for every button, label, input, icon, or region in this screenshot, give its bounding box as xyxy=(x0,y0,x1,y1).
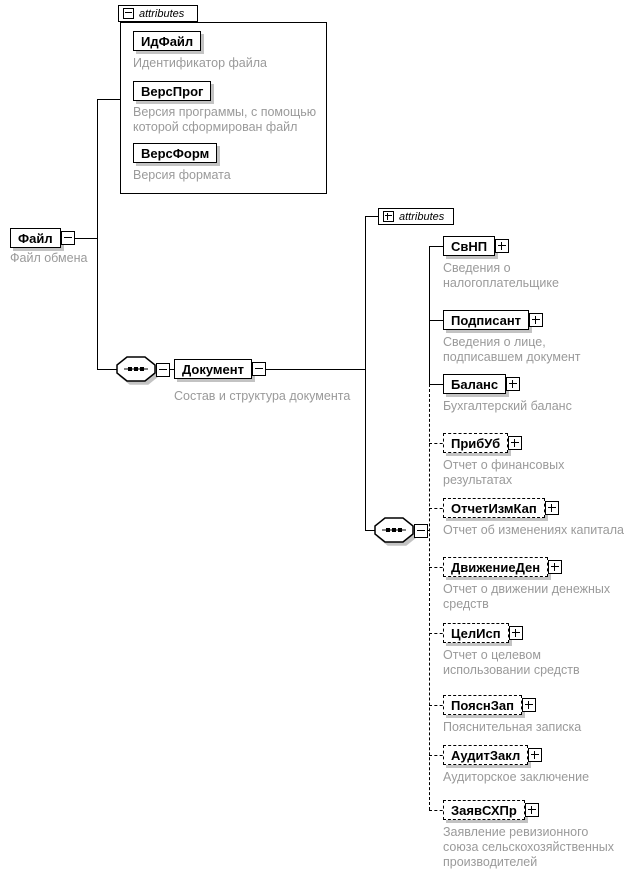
attr-node-versprog[interactable]: ВерсПрог xyxy=(133,81,212,101)
node-otchetizmkap[interactable]: ОтчетИзмКап xyxy=(443,498,559,518)
node-balans-desc: Бухгалтерский баланс xyxy=(443,399,572,413)
expand-icon[interactable] xyxy=(383,211,394,222)
connector-children-solid xyxy=(429,246,430,384)
expand-icon[interactable] xyxy=(506,377,521,391)
element-name: ОтчетИзмКап xyxy=(451,500,537,516)
node-svnp-desc: Сведения о налогоплательщике xyxy=(443,261,559,290)
attribute-name: ВерсПрог xyxy=(141,83,204,99)
connector-child-poyasnzap xyxy=(429,705,448,706)
node-poyasnzap[interactable]: ПояснЗап xyxy=(443,695,537,715)
connector-child-celisp xyxy=(429,633,448,634)
element-name: Баланс xyxy=(451,376,499,392)
element-name: Подписант xyxy=(451,312,522,328)
node-podpisant[interactable]: Подписант xyxy=(443,310,544,330)
node-balans[interactable]: Баланс xyxy=(443,374,521,394)
sequence-icon[interactable] xyxy=(116,356,156,382)
doc-attributes-header: attributes xyxy=(378,208,454,225)
element-name: СвНП xyxy=(451,238,488,254)
node-document-desc: Состав и структура документа xyxy=(174,389,351,403)
connector-elbow-file-attributes xyxy=(97,99,121,100)
node-zayavschpr[interactable]: ЗаявСХПр xyxy=(443,800,539,820)
expand-icon[interactable] xyxy=(508,436,523,450)
file-attributes-header: attributes xyxy=(118,5,198,22)
connector-elbow-doc-attributes xyxy=(365,216,380,217)
attribute-name: ВерсФорм xyxy=(141,145,210,161)
attr-node-versform[interactable]: ВерсФорм xyxy=(133,143,218,163)
connector-child-balans xyxy=(429,384,448,385)
element-name: ЦелИсп xyxy=(451,625,501,641)
element-name: АудитЗакл xyxy=(451,747,521,763)
expand-icon[interactable] xyxy=(544,501,559,515)
attr-desc-versform: Версия формата xyxy=(133,168,231,182)
element-name: Файл xyxy=(18,230,53,246)
connector-child-zayavschpr xyxy=(429,810,448,811)
connector-child-otchetizmkap xyxy=(429,508,448,509)
connector-trunk-file xyxy=(97,99,98,369)
node-pribub-desc: Отчет о финансовых результатах xyxy=(443,458,565,487)
node-celisp-desc: Отчет о целевом использовании средств xyxy=(443,648,580,677)
collapse-icon[interactable] xyxy=(123,8,134,19)
node-pribub[interactable]: ПрибУб xyxy=(443,433,523,453)
node-zayavschpr-desc: Заявление ревизионного союза сельскохозя… xyxy=(443,825,615,869)
node-podpisant-desc: Сведения о лице, подписавшем документ xyxy=(443,335,581,364)
connector-child-pribub xyxy=(429,443,448,444)
connector-child-auditzakl xyxy=(429,755,448,756)
attribute-name: ИдФайл xyxy=(141,33,194,49)
attr-node-idfile[interactable]: ИдФайл xyxy=(133,31,202,51)
element-name: ЗаявСХПр xyxy=(451,802,517,818)
element-name: Документ xyxy=(182,361,244,377)
collapse-icon[interactable] xyxy=(252,362,266,376)
collapse-icon[interactable] xyxy=(60,231,75,245)
expand-icon[interactable] xyxy=(548,560,563,574)
node-document[interactable]: Документ xyxy=(174,359,266,379)
node-file[interactable]: Файл xyxy=(10,228,75,248)
connector-child-svnp xyxy=(429,246,448,247)
attr-desc-idfile: Идентификатор файла xyxy=(133,56,267,70)
expand-icon[interactable] xyxy=(495,239,510,253)
element-name: ДвижениеДен xyxy=(451,559,541,575)
attributes-label: attributes xyxy=(399,210,445,223)
node-otchetizmkap-desc: Отчет об изменениях капитала xyxy=(443,523,624,537)
node-auditzakl[interactable]: АудитЗакл xyxy=(443,745,543,765)
node-auditzakl-desc: Аудиторское заключение xyxy=(443,770,590,784)
expand-icon[interactable] xyxy=(522,698,537,712)
expand-icon[interactable] xyxy=(508,626,523,640)
connector-trunk-document xyxy=(365,216,366,530)
node-file-desc: Файл обмена xyxy=(10,251,88,265)
expand-icon[interactable] xyxy=(529,313,544,327)
element-name: ПояснЗап xyxy=(451,697,515,713)
collapse-icon[interactable] xyxy=(156,363,170,377)
node-dvizhenieden[interactable]: ДвижениеДен xyxy=(443,557,563,577)
connector-child-podpisant xyxy=(429,320,448,321)
node-celisp[interactable]: ЦелИсп xyxy=(443,623,523,643)
connector-child-dvizhenieden xyxy=(429,567,448,568)
element-name: ПрибУб xyxy=(451,435,501,451)
sequence-icon[interactable] xyxy=(374,517,414,543)
attributes-label: attributes xyxy=(139,7,185,20)
connector-children-dashed xyxy=(429,384,430,810)
expand-icon[interactable] xyxy=(528,748,543,762)
collapse-icon[interactable] xyxy=(414,524,428,538)
node-svnp[interactable]: СвНП xyxy=(443,236,510,256)
attr-desc-versprog: Версия программы, с помощью которой сфор… xyxy=(133,105,317,134)
node-poyasnzap-desc: Пояснительная записка xyxy=(443,720,582,734)
node-dvizhenieden-desc: Отчет о движении денежных средств xyxy=(443,582,611,611)
expand-icon[interactable] xyxy=(524,803,539,817)
